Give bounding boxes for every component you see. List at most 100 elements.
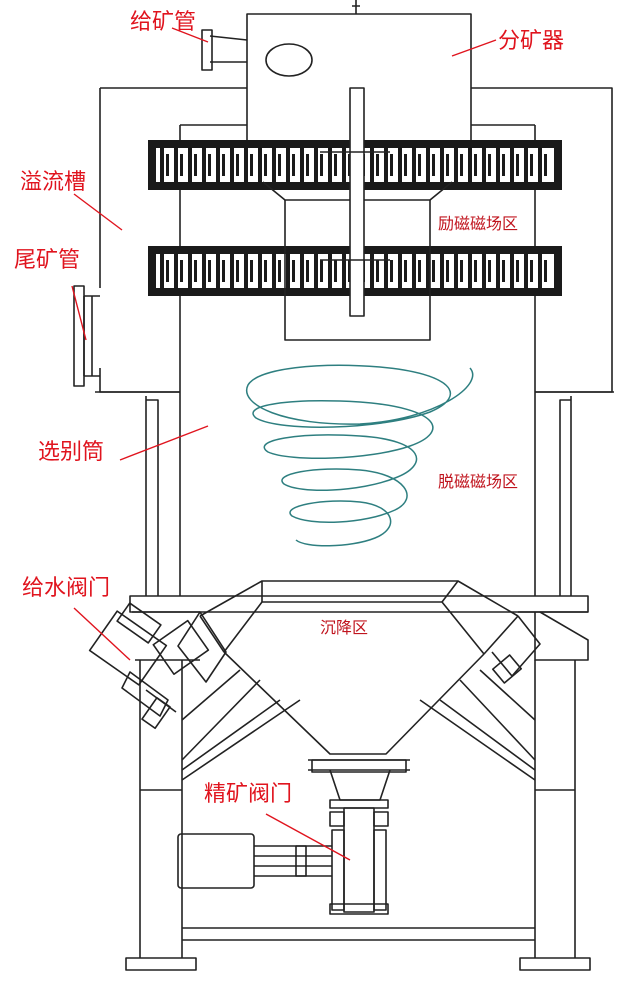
coil-winding	[222, 260, 225, 282]
coil-winding	[188, 148, 192, 182]
coil-winding	[328, 148, 332, 182]
coil-winding	[398, 148, 402, 182]
label-settling-zone: 沉降区	[320, 618, 369, 637]
coil-winding	[300, 254, 304, 288]
coil-winding	[404, 260, 407, 282]
label-concentrate-valve: 精矿阀门	[204, 782, 293, 807]
right-nozzle	[491, 615, 541, 684]
separation-cylinder	[145, 124, 572, 596]
label-water-valve: 给水阀门	[22, 576, 111, 601]
label-distributor: 分矿器	[498, 29, 565, 54]
coil-winding	[236, 154, 239, 176]
coil-winding	[334, 260, 337, 282]
label-overflow-trough: 溢流槽	[20, 170, 87, 195]
coil-winding	[538, 254, 542, 288]
coil-winding	[300, 148, 304, 182]
coil-winding	[314, 254, 318, 288]
coil-winding	[488, 260, 491, 282]
coil-winding	[194, 260, 197, 282]
coil-winding	[384, 254, 388, 288]
coil-winding	[160, 254, 164, 288]
coil-winding	[250, 154, 253, 176]
coil-winding	[292, 154, 295, 176]
coil-winding	[426, 254, 430, 288]
coil-winding	[306, 154, 309, 176]
coil-winding	[208, 260, 211, 282]
coil-winding	[286, 148, 290, 182]
coil-winding	[412, 254, 416, 288]
distributor-funnel	[262, 87, 453, 341]
coil-winding	[236, 260, 239, 282]
coil-winding	[320, 260, 323, 282]
coil-winding	[460, 260, 463, 282]
coil-winding	[230, 254, 234, 288]
tailings-pipe	[73, 285, 100, 387]
coil-winding	[530, 154, 533, 176]
coil-winding	[404, 154, 407, 176]
coil-winding	[446, 260, 449, 282]
coil-winding	[516, 154, 519, 176]
concentrate-valve	[177, 759, 407, 915]
coil-winding	[216, 254, 220, 288]
coil-winding	[222, 154, 225, 176]
coil-winding	[432, 260, 435, 282]
coil-winding	[278, 154, 281, 176]
coil-winding	[418, 154, 421, 176]
coil-winding	[272, 148, 276, 182]
coil-winding	[412, 148, 416, 182]
coil-winding	[460, 154, 463, 176]
coil-winding	[390, 260, 393, 282]
coil-winding	[544, 154, 547, 176]
coil-winding	[160, 148, 164, 182]
support-frame	[125, 595, 591, 971]
coil-winding	[398, 254, 402, 288]
coil-winding	[474, 260, 477, 282]
coil-winding	[446, 154, 449, 176]
coil-winding	[174, 254, 178, 288]
coil-winding	[264, 154, 267, 176]
coil-winding	[216, 148, 220, 182]
coil-winding	[418, 260, 421, 282]
coil-winding	[376, 260, 379, 282]
coil-winding	[328, 254, 332, 288]
coil-winding	[278, 260, 281, 282]
coil-winding	[390, 154, 393, 176]
coil-winding	[244, 254, 248, 288]
coil-winding	[530, 260, 533, 282]
coil-winding	[306, 260, 309, 282]
coil-winding	[482, 148, 486, 182]
coil-winding	[524, 254, 528, 288]
coil-winding	[174, 148, 178, 182]
coil-winding	[208, 154, 211, 176]
leader-lines	[71, 27, 497, 861]
coil-winding	[376, 154, 379, 176]
coil-winding	[286, 254, 290, 288]
coil-winding	[468, 148, 472, 182]
label-tailings-pipe: 尾矿管	[14, 248, 81, 273]
coil-winding	[516, 260, 519, 282]
coil-winding	[544, 260, 547, 282]
coil-winding	[188, 254, 192, 288]
coil-winding	[496, 254, 500, 288]
coil-winding	[292, 260, 295, 282]
coil-winding	[432, 154, 435, 176]
coil-winding	[334, 154, 337, 176]
coil-winding	[342, 148, 346, 182]
coil-winding	[166, 154, 169, 176]
coil-winding	[314, 148, 318, 182]
coil-winding	[370, 148, 374, 182]
coil-winding	[496, 148, 500, 182]
coil-winding	[258, 254, 262, 288]
coil-winding	[384, 148, 388, 182]
coil-winding	[342, 254, 346, 288]
coil-winding	[538, 148, 542, 182]
coil-winding	[244, 148, 248, 182]
coil-winding	[202, 254, 206, 288]
coil-winding	[166, 260, 169, 282]
coil-winding	[502, 260, 505, 282]
label-demagnetization-zone: 脱磁磁场区	[438, 472, 519, 491]
coil-winding	[482, 254, 486, 288]
coil-winding	[180, 260, 183, 282]
